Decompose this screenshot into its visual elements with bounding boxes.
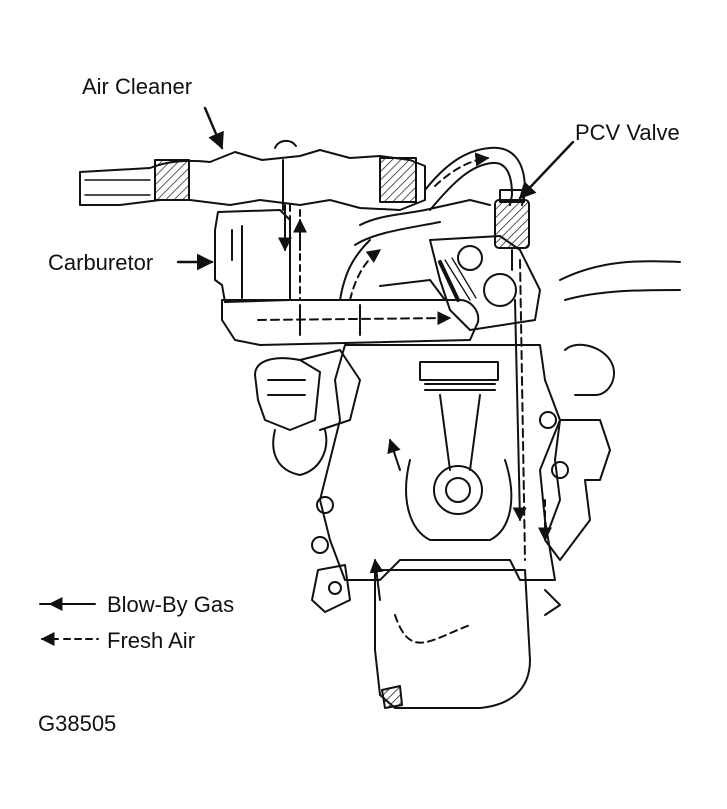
cylinder-head [429, 235, 541, 331]
exhaust-manifold [254, 349, 361, 476]
pcv-valve-body [494, 189, 530, 271]
carburetor-body [214, 204, 307, 303]
side-bracket [544, 260, 681, 616]
pcv-hose [339, 146, 526, 301]
engine-block [311, 259, 569, 601]
left-bracket [311, 564, 351, 613]
legend-fresh-air-label: Fresh Air [107, 628, 196, 653]
oil-pan [374, 569, 531, 709]
air-cleaner-label: Air Cleaner [82, 74, 193, 99]
carburetor-label: Carburetor [48, 250, 154, 275]
pcv-valve-leader [518, 140, 575, 200]
intake-manifold [221, 279, 480, 346]
air-cleaner-leader [203, 106, 224, 150]
pcv-valve-label: PCV Valve [575, 120, 680, 145]
figure-code: G38505 [38, 711, 117, 736]
air-cleaner-duct [79, 140, 426, 211]
legend-blow-by-label: Blow-By Gas [107, 592, 235, 617]
